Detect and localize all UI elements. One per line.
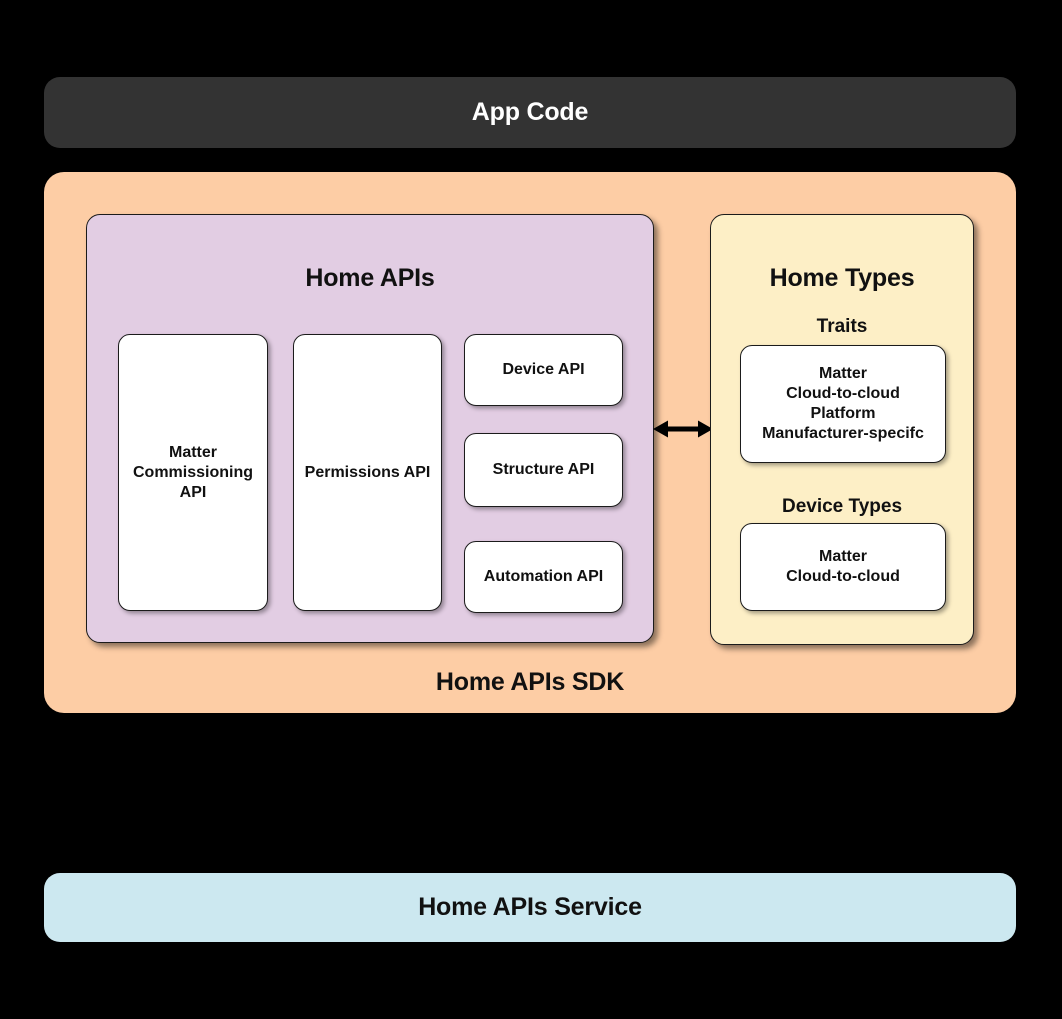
app-code-label: App Code <box>471 98 589 126</box>
home-apis-panel: Home APIs Matter Commissioning API Permi… <box>86 214 654 643</box>
home-types-title: Home Types <box>769 264 915 292</box>
traits-items-label: Matter Cloud-to-cloud Platform Manufactu… <box>762 365 924 442</box>
permissions-api-box: Permissions API <box>293 334 442 611</box>
matter-commissioning-api-label: Matter Commissioning API <box>132 443 253 501</box>
automation-api-label: Automation API <box>483 568 604 585</box>
home-apis-title: Home APIs <box>305 264 435 292</box>
structure-api-label: Structure API <box>492 461 595 478</box>
device-api-label: Device API <box>502 361 585 378</box>
device-types-items-label: Matter Cloud-to-cloud <box>786 548 900 585</box>
structure-api-box: Structure API <box>464 433 623 507</box>
app-code-bar: App Code <box>44 77 1016 148</box>
home-apis-service-label: Home APIs Service <box>418 893 642 921</box>
home-apis-sdk-container: Home APIs Matter Commissioning API Permi… <box>44 172 1016 713</box>
device-types-box: Matter Cloud-to-cloud <box>740 523 946 611</box>
bidirectional-arrow-icon <box>653 420 713 438</box>
home-apis-service-bar: Home APIs Service <box>44 873 1016 942</box>
home-apis-sdk-label: Home APIs SDK <box>435 668 625 696</box>
traits-heading: Traits <box>816 316 868 337</box>
permissions-api-label: Permissions API <box>304 463 431 481</box>
automation-api-box: Automation API <box>464 541 623 613</box>
device-types-heading: Device Types <box>781 496 903 517</box>
device-api-box: Device API <box>464 334 623 406</box>
matter-commissioning-api-box: Matter Commissioning API <box>118 334 268 611</box>
home-types-panel: Home Types Traits Matter Cloud-to-cloud … <box>710 214 974 645</box>
traits-box: Matter Cloud-to-cloud Platform Manufactu… <box>740 345 946 463</box>
